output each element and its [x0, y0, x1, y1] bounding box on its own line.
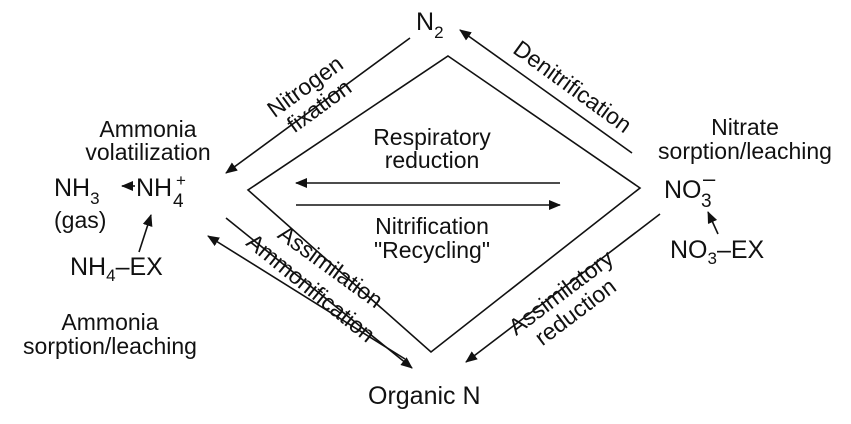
- nitrate-sorption-line2: sorption/leaching: [658, 138, 832, 164]
- ammonia-volatilization-line2: volatilization: [85, 139, 210, 165]
- nitrogen-fixation-label: Nitrogen fixation: [262, 50, 356, 137]
- organic-n-node: Organic N: [368, 382, 481, 410]
- nh4-superscript: +: [176, 171, 186, 190]
- ammonia-volatilization-line1: Ammonia: [99, 116, 196, 142]
- nh4-node: NH: [136, 174, 172, 202]
- nitrogen-fixation-arrow: [225, 37, 411, 174]
- no3-ex-node: NO3–EX: [670, 236, 765, 268]
- inner-diamond: [246, 55, 642, 354]
- ammonia-sorption-line1: Ammonia: [61, 309, 158, 335]
- nitrification-line1: Nitrification: [375, 213, 489, 239]
- ammonification-arrow: [225, 217, 413, 369]
- nitrate-sorption-line1: Nitrate: [711, 114, 779, 140]
- no3-superscript: –: [703, 166, 716, 191]
- respiratory-reduction-line2: reduction: [385, 147, 480, 173]
- denitrification-arrow: [459, 29, 633, 154]
- assimilation-arrow: [207, 235, 406, 360]
- no3-node: NO: [664, 176, 702, 204]
- nh4-subscript: 4: [173, 191, 184, 212]
- nh4-ex-arrow: [138, 214, 153, 253]
- nh3-node: NH3: [54, 174, 100, 208]
- denitrification-label: Denitrification: [509, 35, 637, 138]
- ammonia-sorption-line2: sorption/leaching: [23, 333, 197, 359]
- respiratory-reduction-line1: Respiratory: [373, 124, 491, 150]
- n2-node: N2: [416, 8, 444, 42]
- assimilatory-reduction-arrow: [465, 213, 661, 363]
- no3-subscript: 3: [701, 191, 712, 212]
- svg-text:Denitrification: Denitrification: [509, 35, 637, 138]
- no3-ex-arrow: [707, 211, 719, 235]
- assimilatory-reduction-label: Assimilatory reduction: [503, 244, 620, 350]
- gas-label: (gas): [54, 207, 106, 233]
- nitrification-line2: "Recycling": [374, 237, 490, 263]
- nh4-ex-node: NH4–EX: [70, 253, 163, 285]
